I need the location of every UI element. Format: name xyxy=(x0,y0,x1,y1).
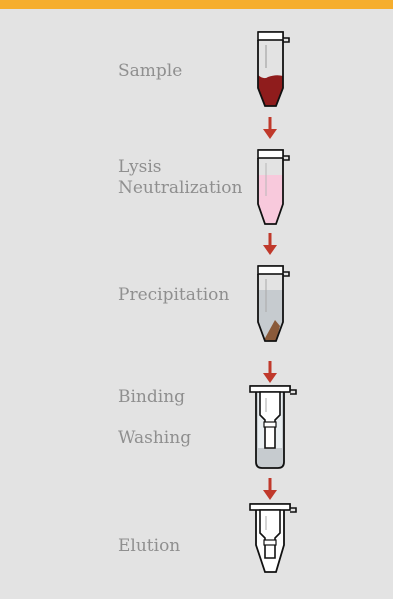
down-arrow-icon xyxy=(263,361,277,383)
tube-with-pellet-icon xyxy=(258,266,289,341)
down-arrow-icon xyxy=(263,117,277,139)
spin-column-elution-icon xyxy=(250,504,296,572)
down-arrow-icon xyxy=(263,233,277,255)
down-arrow-icon xyxy=(263,478,277,500)
spin-column-in-tube-icon xyxy=(250,386,296,468)
tube-with-pink-lysate-icon xyxy=(258,150,289,224)
tube-with-red-sample-icon xyxy=(258,32,289,106)
